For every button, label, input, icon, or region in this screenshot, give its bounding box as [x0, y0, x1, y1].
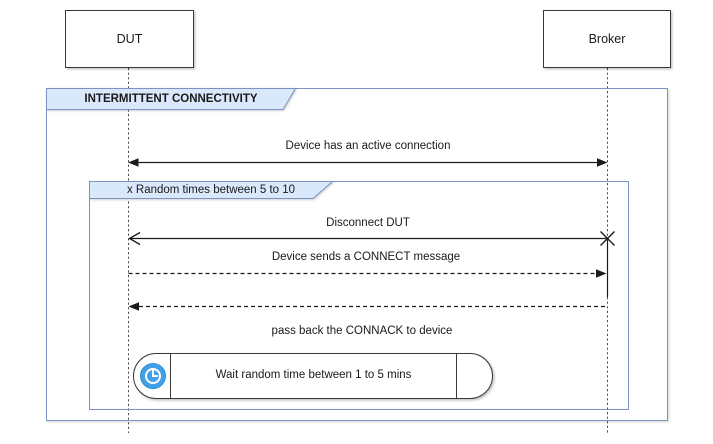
wait-delay-shape: Wait random time between 1 to 5 mins: [133, 353, 493, 399]
outer-frame-banner: [46, 88, 297, 110]
clock-hand-hour: [152, 370, 154, 376]
message-arrow-active-connection: [128, 158, 608, 167]
message-label-active-connection: Device has an active connection: [285, 140, 451, 152]
message-arrow-connack: [128, 302, 608, 311]
clock-hand-minute: [152, 375, 158, 377]
loop-frame-banner: [89, 181, 334, 199]
wait-delay-label: Wait random time between 1 to 5 mins: [215, 369, 412, 381]
message-label-disconnect-dut: Disconnect DUT: [326, 217, 410, 229]
actor-box-dut: DUT: [65, 10, 194, 68]
lost-message-x-icon: [600, 231, 615, 246]
message-label-connack: pass back the CONNACK to device: [271, 325, 453, 337]
message-label-connect: Device sends a CONNECT message: [271, 251, 461, 263]
message-arrow-disconnect-dut: [128, 231, 615, 246]
outer-frame-title: INTERMITTENT CONNECTIVITY: [84, 93, 258, 105]
wait-box-right-divider: [456, 354, 457, 398]
clock-face: [145, 368, 161, 384]
actor-label-broker: Broker: [588, 32, 626, 46]
message-arrow-connect: [128, 269, 607, 278]
actor-label-dut: DUT: [116, 32, 143, 46]
outer-frame-intermittent-connectivity: [46, 88, 668, 421]
clock-icon: [140, 363, 166, 389]
loop-frame-title: x Random times between 5 to 10: [126, 184, 296, 196]
loop-frame-random-times: [89, 181, 629, 410]
actor-box-broker: Broker: [543, 10, 671, 68]
wait-box-left-divider: [170, 354, 171, 398]
